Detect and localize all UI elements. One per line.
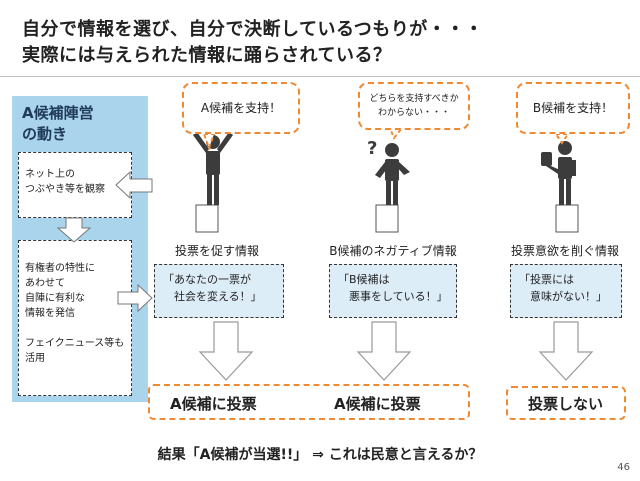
panel-down-arrow xyxy=(56,217,92,243)
info-label-right: 投票意欲を削ぐ情報 xyxy=(510,244,619,258)
bubble-tail-middle xyxy=(388,127,405,140)
broadcast-step-box: 有権者の特性に あわせて 自陣に有利な 情報を発信 フェイクニュース等も 活用 xyxy=(18,240,132,396)
info-label-middle: B候補のネガティブ情報 xyxy=(329,244,457,258)
observe-arrow xyxy=(115,170,153,200)
result-statement: 結果「A候補が当選!!」 ⇒ これは民意と言えるか？ xyxy=(157,447,483,463)
bubble-tail-right xyxy=(554,133,570,145)
bubble-tail-left xyxy=(202,133,216,151)
page-title-line-2: 実際には与えられた情報に踊らされている？ xyxy=(22,45,392,66)
pedestal-right xyxy=(555,204,579,233)
outcome-middle: A候補に投票 xyxy=(334,395,421,413)
info-label-left: 投票を促す情報 xyxy=(174,244,259,258)
quote-box-middle: 「B候補は 悪事をしている！」 xyxy=(329,264,457,318)
outcome-box-vote-a xyxy=(148,384,470,420)
speech-bubble-support-b: B候補を支持！ xyxy=(516,82,630,134)
title-divider xyxy=(0,76,640,77)
quote-box-right: 「投票には 意味がない！」 xyxy=(510,264,622,318)
broadcast-arrow xyxy=(117,283,153,313)
page-number: 46 xyxy=(617,462,630,473)
page-title-line-1: 自分で情報を選び、自分で決断しているつもりが・・・ xyxy=(22,19,484,40)
voter-figure-cheering xyxy=(193,132,233,205)
voter-figure-thinking: ? xyxy=(367,138,410,205)
campaign-panel-title: A候補陣営 の動き xyxy=(22,104,94,143)
down-arrow-left xyxy=(198,321,254,381)
down-arrow-right xyxy=(538,321,594,381)
down-arrow-middle xyxy=(356,321,412,381)
outcome-left: A候補に投票 xyxy=(170,395,257,413)
voter-figure-refusing xyxy=(541,141,576,205)
quote-box-left: 「あなたの一票が 社会を変える！」 xyxy=(154,264,284,318)
pedestal-left xyxy=(195,204,219,233)
speech-bubble-support-a: A候補を支持！ xyxy=(182,82,300,134)
outcome-box-abstain xyxy=(506,386,626,420)
pedestal-middle xyxy=(375,204,399,233)
outcome-right: 投票しない xyxy=(528,395,604,413)
speech-bubble-undecided: どちらを支持すべきか わからない・・・ xyxy=(358,82,470,130)
svg-text:?: ? xyxy=(367,138,377,159)
